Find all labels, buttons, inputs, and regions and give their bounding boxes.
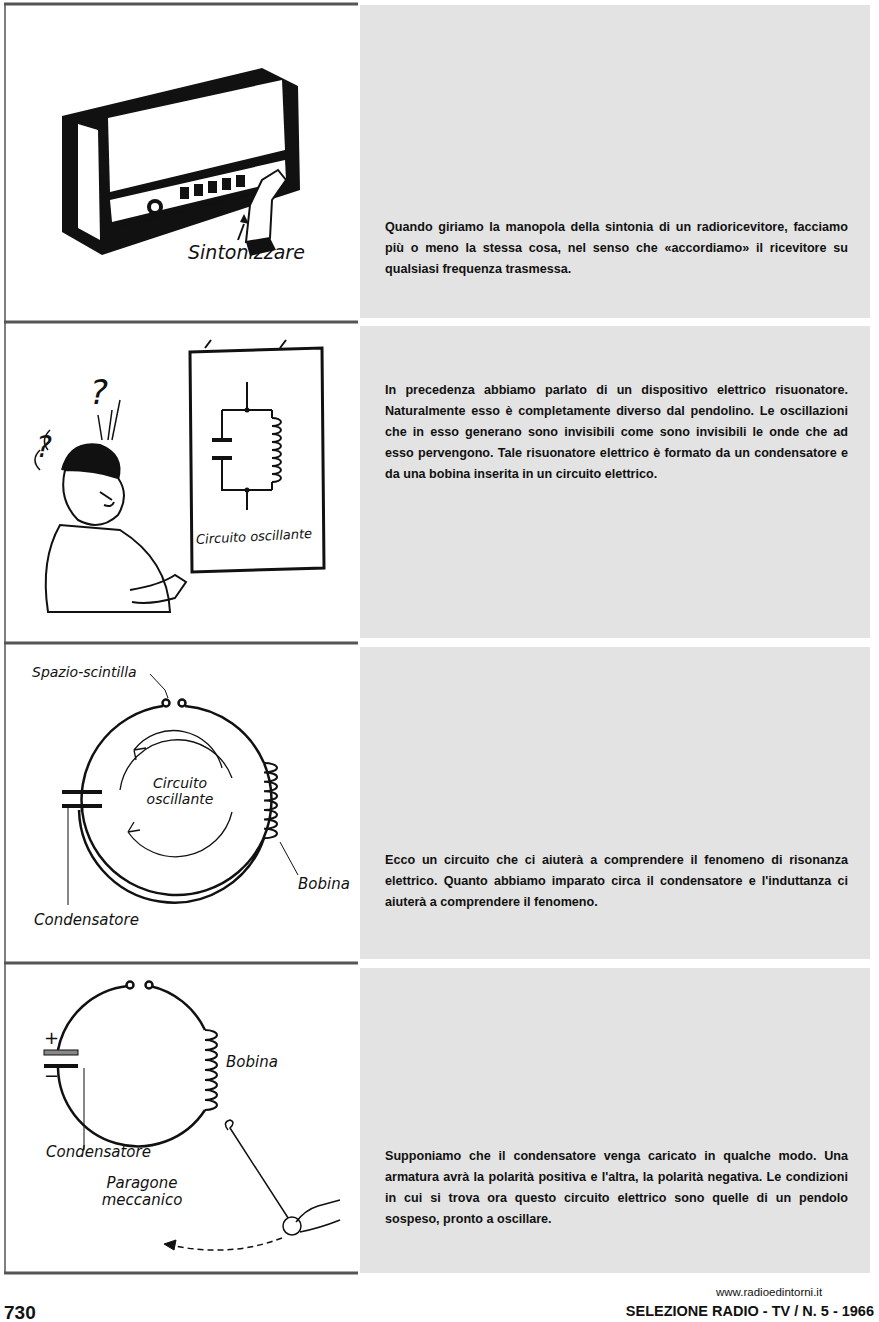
question-mark: ? xyxy=(36,430,52,465)
text-panel: Quando giriamo la manopola della sintoni… xyxy=(360,5,870,318)
polarity-sign: − xyxy=(44,1066,59,1087)
page-number: 730 xyxy=(4,1302,36,1322)
text-panel: Supponiamo che il condensatore venga car… xyxy=(360,968,870,1273)
charged-circuit xyxy=(44,982,340,1251)
circuit-board xyxy=(190,340,324,572)
puzzled-man xyxy=(35,400,186,612)
part-label: Spazio-scintilla xyxy=(32,664,137,680)
part-label: Paragone meccanico xyxy=(100,1175,184,1210)
radio-receiver xyxy=(62,68,300,256)
text-panel: In precedenza abbiamo parlato di un disp… xyxy=(360,326,870,638)
body-text: In precedenza abbiamo parlato di un disp… xyxy=(385,380,848,485)
text-panel: Ecco un circuito che ci aiuterà a compre… xyxy=(360,647,870,959)
caption-label: Sintonizzare xyxy=(188,242,305,264)
question-mark: ? xyxy=(90,373,108,412)
panel-frames xyxy=(4,4,358,1273)
part-label: Circuito oscillante xyxy=(140,775,220,807)
polarity-sign: + xyxy=(44,1028,59,1049)
magazine-footer: SELEZIONE RADIO - TV / N. 5 - 1966 xyxy=(626,1303,874,1320)
body-text: Quando giriamo la manopola della sintoni… xyxy=(385,217,848,280)
oscillating-circuit xyxy=(62,674,298,905)
part-label: Bobina xyxy=(226,1054,278,1071)
part-label: Bobina xyxy=(298,876,350,893)
body-text: Supponiamo che il condensatore venga car… xyxy=(385,1146,848,1230)
part-label: Condensatore xyxy=(46,1144,151,1161)
watermark: www.radioedintorni.it xyxy=(716,1286,822,1299)
part-label: Condensatore xyxy=(34,912,139,929)
body-text: Ecco un circuito che ci aiuterà a compre… xyxy=(385,850,848,913)
